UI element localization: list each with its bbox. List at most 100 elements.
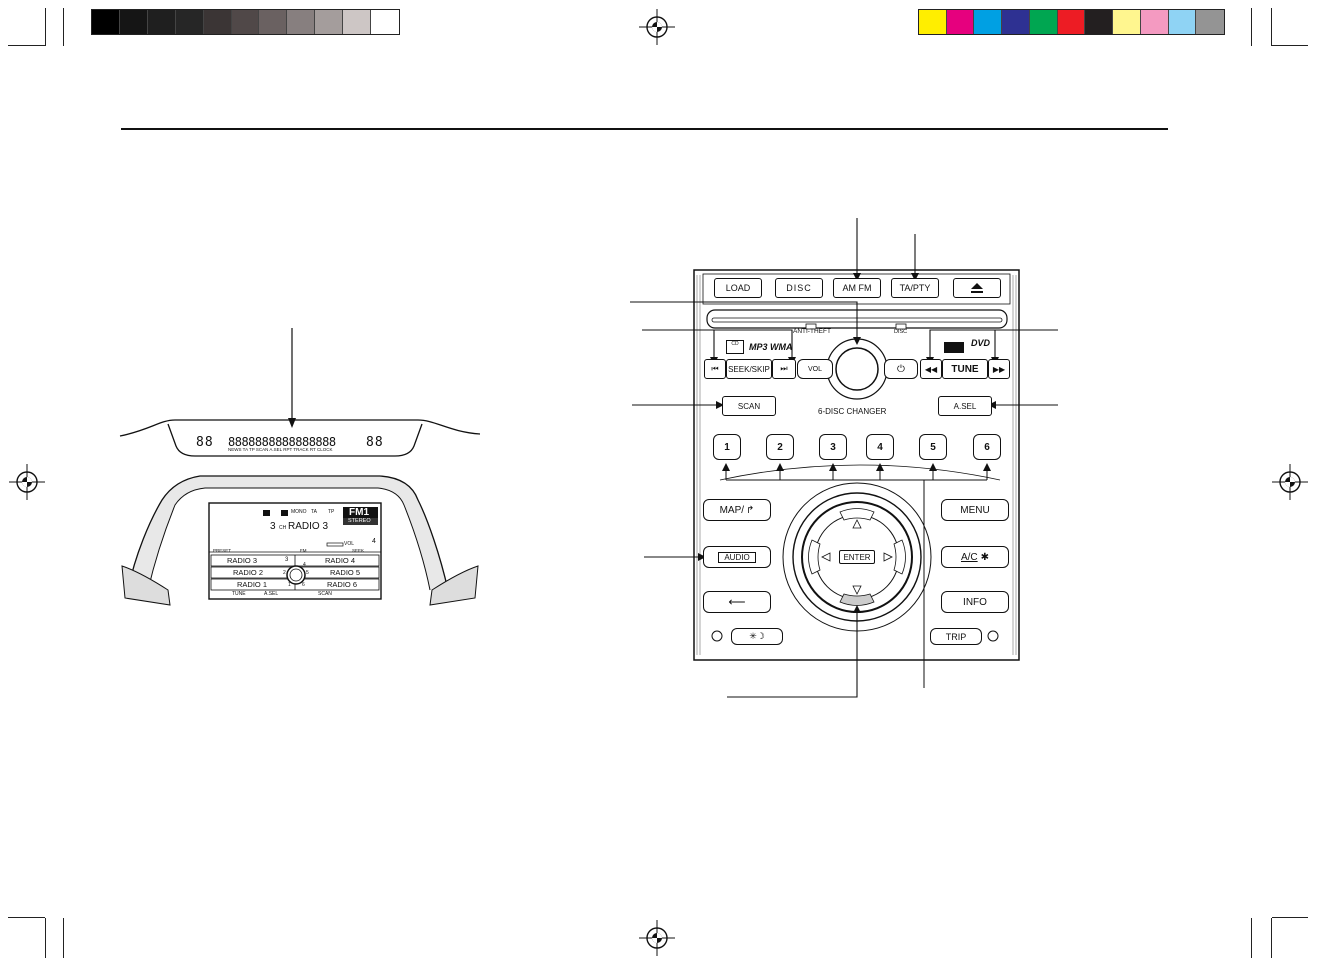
color-swatch [1085,10,1114,34]
vol-button[interactable]: VOL [797,359,833,379]
screen-preset-left: RADIO 2 [233,568,264,577]
map-label: MAP/ [719,504,745,516]
preset-5-label: 5 [930,441,936,453]
screen-preset-number: 3 [270,521,276,532]
color-swatch [259,10,288,34]
color-swatch [946,10,975,34]
screen-preset-left: RADIO 1 [237,580,268,589]
preset-1-label: 1 [724,441,730,453]
color-swatch [1057,10,1086,34]
anti-theft-label: ANTI-THEFT [793,328,831,335]
am-fm-button[interactable]: AM FM [833,278,881,298]
segment-display-labels: NEWS TA TP SCAN A.SEL RPT TRACK RT CLOCK [228,447,333,452]
grayscale-color-bar [91,9,400,35]
screen-preset-num: 6 [302,582,305,588]
screen-bottom-asel: A.SEL [264,591,279,597]
preset-button-6[interactable]: 6 [973,434,1001,460]
six-disc-changer-label: 6-DISC CHANGER [818,407,887,416]
color-swatch [1029,10,1058,34]
seek-skip-button[interactable]: SEEK/SKIP [726,359,772,379]
scan-button[interactable]: SCAN [722,396,776,416]
ta-pty-button[interactable]: TA/PTY [891,278,939,298]
power-icon: ⏻ [897,363,905,375]
map-guide-button[interactable]: MAP/↱ [703,499,771,521]
color-swatch [119,10,148,34]
screen-indicator-ta: TA [311,509,318,515]
audio-label: AUDIO [718,551,756,563]
cd-logo: CD [726,340,744,354]
enter-button[interactable]: ENTER [839,550,875,564]
skip-back-button[interactable]: ⏮ [704,359,726,379]
day-night-button[interactable]: ✳☽ [731,628,783,645]
cancel-button[interactable]: ⟵ [703,591,771,613]
fan-icon: ✱ [980,551,990,563]
color-swatch [92,10,120,34]
dvd-logo: DVD [971,338,991,348]
load-button[interactable]: LOAD [714,278,762,298]
power-button[interactable]: ⏻ [884,359,918,379]
ac-button[interactable]: A/C✱ [941,546,1009,568]
preset-button-3[interactable]: 3 [819,434,847,460]
screen-stereo: STEREO [348,518,371,524]
registration-mark-left [9,464,45,500]
color-swatch [315,10,344,34]
color-swatch [1140,10,1169,34]
segment-display-left-digits: 88 [196,435,214,450]
tune-button[interactable]: TUNE [942,359,988,379]
screen-preset-num: 5 [306,570,309,576]
back-arrow-icon: ⟵ [728,595,746,609]
mp3-wma-logo: MP3 WMA [749,342,793,352]
disc-indicator-label: DISC [894,329,908,335]
preset-2-label: 2 [777,441,783,453]
screen-station-name: RADIO 3 [288,521,329,532]
skip-back-icon: ⏮ [711,364,719,373]
color-swatch [1168,10,1197,34]
screen-preset-right: RADIO 4 [325,556,356,565]
color-swatch [1196,10,1225,34]
skip-forward-button[interactable]: ⏭ [772,359,796,379]
color-swatch [919,10,947,34]
menu-button[interactable]: MENU [941,499,1009,521]
color-swatch [1113,10,1141,34]
a-sel-button[interactable]: A.SEL [938,396,992,416]
color-swatch [203,10,232,34]
trip-button[interactable]: TRIP [930,628,982,645]
screen-preset-num: 1 [288,582,291,588]
eject-button[interactable] [953,278,1001,298]
screen-indicator-mono: MONO [291,509,307,515]
screen-indicator-tp: TP [328,509,335,515]
fast-forward-icon: ▶▶ [992,364,1006,374]
day-night-icon: ✳☽ [749,631,765,641]
color-swatch [231,10,260,34]
preset-button-2[interactable]: 2 [766,434,794,460]
screen-preset-right: RADIO 6 [327,580,358,589]
fast-forward-button[interactable]: ▶▶ [988,359,1010,379]
color-swatch [371,10,399,34]
info-button[interactable]: INFO [941,591,1009,613]
preset-6-label: 6 [984,441,990,453]
rewind-button[interactable]: ◀◀ [920,359,942,379]
screen-bottom-tune: TUNE [232,591,246,597]
color-swatch [1002,10,1030,34]
screen-preset-num: 2 [283,570,286,576]
disc-button[interactable]: DISC [775,278,823,298]
registration-mark-bottom [639,920,675,956]
rewind-icon: ◀◀ [924,364,938,374]
eject-icon [971,283,983,293]
screen-top-mid: FM [300,548,307,553]
color-swatch [343,10,372,34]
audio-button[interactable]: AUDIO [703,546,771,568]
preset-button-5[interactable]: 5 [919,434,947,460]
color-swatch [175,10,204,34]
screen-top-left: PRESET [213,548,232,553]
skip-forward-icon: ⏭ [780,364,788,373]
segment-display-right-digits: 88 [366,435,384,450]
screen-preset-num: 4 [303,562,306,568]
ac-label: A/C [960,551,978,563]
preset-button-4[interactable]: 4 [866,434,894,460]
screen-vol-value: 4 [372,538,376,545]
preset-button-1[interactable]: 1 [713,434,741,460]
turn-arrow-icon: ↱ [746,504,755,516]
